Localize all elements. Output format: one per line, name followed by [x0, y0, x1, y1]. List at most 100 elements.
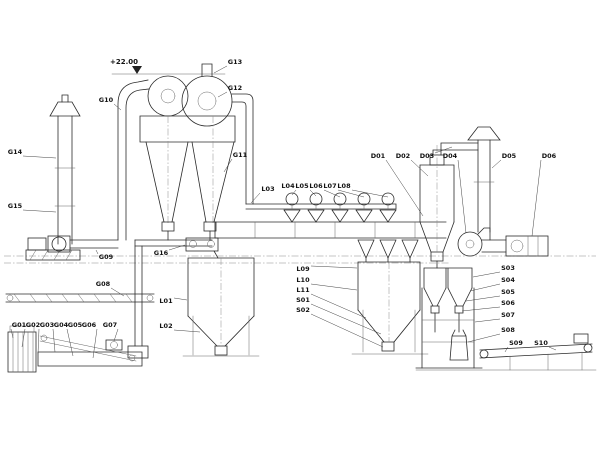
leader-line-D01 [385, 159, 424, 217]
leader-line-G13 [213, 65, 228, 74]
id-fan-d04 [457, 227, 507, 257]
leader-line-S10 [548, 346, 557, 351]
feed-manifold [245, 203, 397, 210]
leader-line-L02 [173, 329, 201, 333]
leader-line-L11 [310, 293, 367, 319]
leader-line-G01 [10, 328, 14, 339]
exhaust-stack-g14 [49, 94, 81, 245]
part-label-G05: G05 [68, 321, 83, 329]
leader-line-S07 [474, 318, 501, 323]
leader-line-G15 [22, 209, 57, 213]
leader-line-S02 [310, 313, 384, 348]
part-label-L11: L11 [296, 286, 310, 294]
pump-g07 [105, 339, 123, 351]
part-label-S07: S07 [501, 311, 515, 319]
part-label-L05: L05 [295, 182, 309, 190]
leader-line-L08 [351, 189, 389, 198]
part-label-L01: L01 [159, 297, 173, 305]
silencer-d06 [505, 235, 549, 257]
part-label-S02: S02 [296, 306, 310, 314]
part-label-G03: G03 [40, 321, 54, 329]
feeder-cyclones-l04-l08 [283, 192, 397, 223]
leader-line-S06 [461, 306, 501, 312]
recycle-drop-pipe [127, 239, 149, 359]
part-label-S03: S03 [501, 264, 515, 272]
screw-conveyor-g08 [5, 293, 155, 303]
elevation-marker: +22.00 [110, 58, 226, 75]
cyclone-downcomer [231, 93, 254, 205]
main-fan-g09 [25, 235, 119, 261]
bagging-station [415, 260, 483, 369]
part-label-G09: G09 [99, 253, 114, 261]
part-label-G04: G04 [54, 321, 69, 329]
leader-line-G04 [52, 328, 56, 353]
leader-line-L05 [309, 189, 317, 197]
cyclone-tops-g12 [147, 63, 233, 127]
leader-line-G10 [113, 103, 122, 111]
part-label-L10: L10 [296, 276, 310, 284]
leader-line-D05 [491, 159, 502, 169]
part-label-G06: G06 [82, 321, 97, 329]
part-label-D06: D06 [542, 152, 557, 160]
leader-line-S05 [465, 295, 501, 302]
leader-line-G14 [22, 155, 57, 159]
feed-conveyor [37, 334, 143, 367]
leader-line-L04 [291, 189, 297, 196]
leader-line-S09 [504, 346, 509, 353]
part-label-G10: G10 [99, 96, 114, 104]
leader-line-S03 [472, 271, 501, 278]
part-label-G11: G11 [233, 151, 248, 159]
part-label-S06: S06 [501, 299, 515, 307]
feed-bin-g01 [7, 325, 37, 373]
part-label-S01: S01 [296, 296, 310, 304]
leader-line-D02 [410, 159, 429, 177]
part-label-L03: L03 [261, 185, 274, 193]
part-label-D03: D03 [420, 152, 434, 160]
part-label-L09: L09 [296, 265, 310, 273]
elevation-triangle-icon [132, 66, 142, 74]
part-label-G12: G12 [228, 84, 242, 92]
part-label-G08: G08 [96, 280, 111, 288]
leader-line-G12 [217, 91, 228, 98]
leader-line-L01 [173, 297, 188, 301]
part-label-D01: D01 [371, 152, 386, 160]
leader-line-S04 [469, 283, 501, 292]
part-label-L02: L02 [159, 322, 172, 330]
part-label-L04: L04 [281, 182, 295, 190]
part-label-G15: G15 [8, 202, 23, 210]
part-label-G02: G02 [26, 321, 40, 329]
leader-line-G16 [168, 244, 186, 251]
part-label-S10: S10 [534, 339, 548, 347]
part-label-L07: L07 [323, 182, 336, 190]
leader-line-G08 [110, 287, 125, 297]
leader-line-L07 [337, 189, 365, 198]
part-label-S08: S08 [501, 326, 515, 334]
floor-level-lines [4, 255, 597, 371]
elevation-marker-text: +22.00 [110, 58, 138, 66]
product-silo-l01 [182, 257, 260, 357]
leader-line-G03 [37, 328, 40, 355]
pneumatic-dryer-duct [214, 221, 447, 239]
leader-line-G05 [66, 328, 74, 357]
part-label-G13: G13 [228, 58, 242, 66]
leader-line-G09 [95, 249, 99, 255]
leader-line-G02 [21, 328, 26, 348]
riser-duct-g10 [117, 79, 150, 241]
part-label-D04: D04 [443, 152, 458, 160]
leader-line-L10 [310, 283, 358, 291]
cyclone-separators-g11 [134, 115, 236, 247]
leader-line-G07 [113, 328, 119, 342]
product-silo-l09 [351, 261, 429, 355]
part-label-L08: L08 [337, 182, 351, 190]
leader-line-D06 [531, 159, 542, 237]
part-label-L06: L06 [309, 182, 323, 190]
part-label-G07: G07 [103, 321, 117, 329]
leader-line-L06 [323, 189, 341, 198]
bag-conveyor-s09 [479, 333, 593, 371]
exhaust-stack-d05 [467, 126, 501, 233]
leader-line-D04 [457, 159, 467, 234]
part-label-G16: G16 [154, 249, 169, 257]
